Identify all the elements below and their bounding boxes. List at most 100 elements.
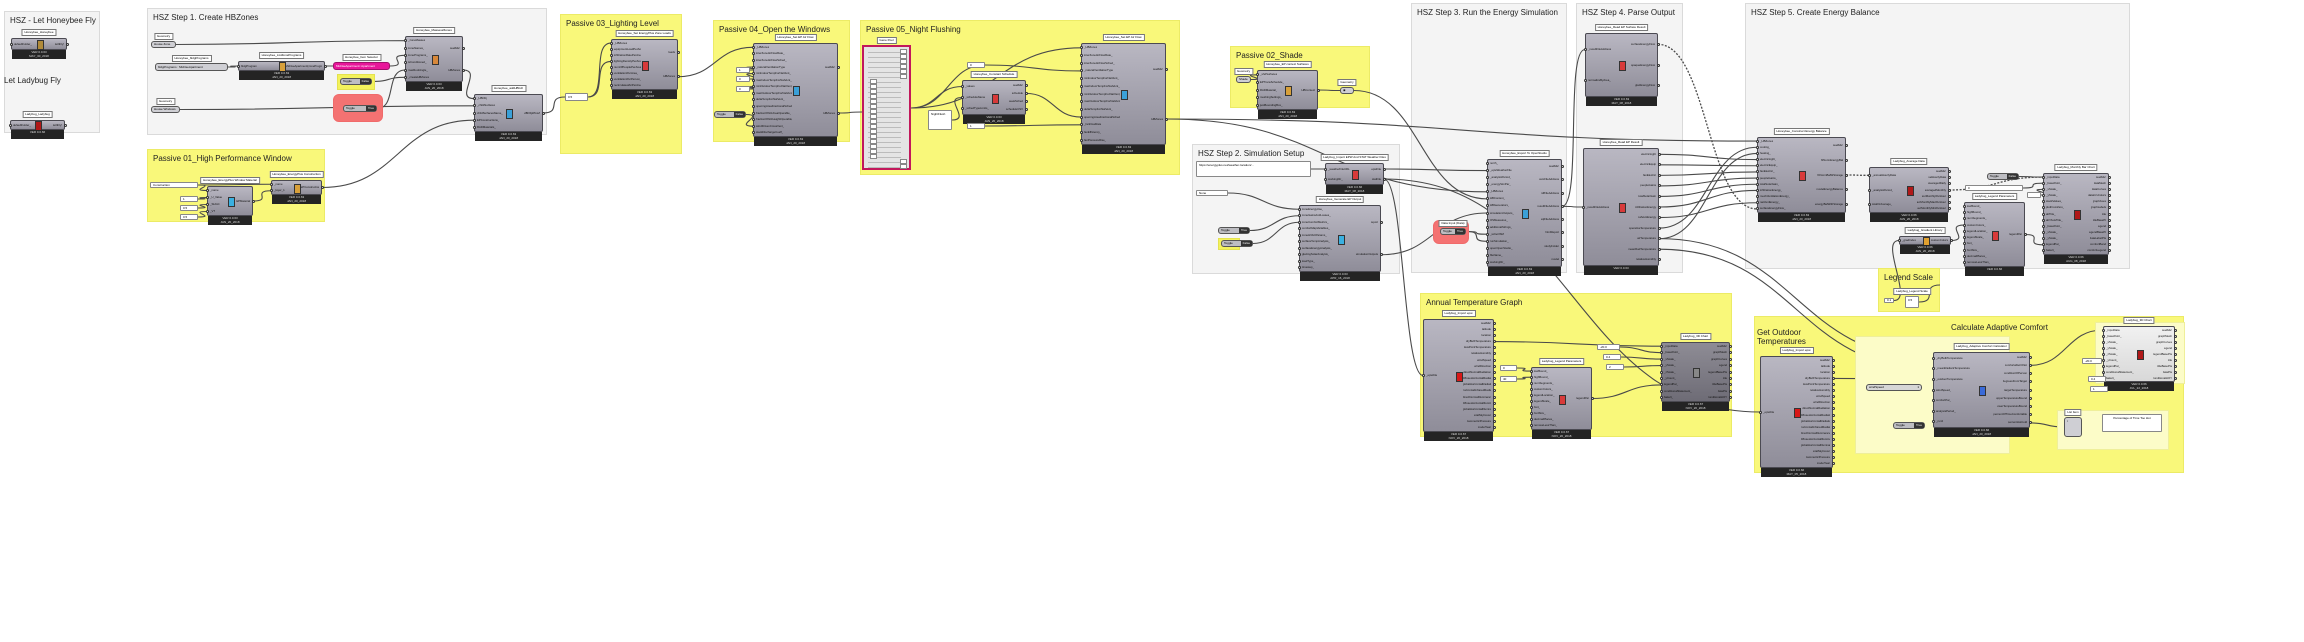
input-grip[interactable] [403,75,407,79]
output-grip[interactable] [1656,63,1660,67]
text-panel[interactable]: -20.0 [1597,344,1620,350]
output-grip[interactable] [1492,426,1496,430]
component-honeybee-energyplus-construction[interactable]: Honeybee_EnergyPlus Construction_name_la… [269,171,324,205]
input-grip[interactable] [751,104,755,108]
gene-pool-slider[interactable] [868,120,901,123]
input-grip[interactable] [2041,249,2045,253]
input-grip[interactable] [403,39,407,43]
output-grip[interactable] [1831,370,1835,374]
component-ladybug-monthly-bar-chart[interactable]: Ladybug_Monthly Bar Chart_inputData_base… [2041,164,2111,265]
input-grip[interactable] [269,182,273,186]
input-grip[interactable] [2041,224,2045,228]
input-grip[interactable] [1962,248,1966,252]
input-grip[interactable] [1079,115,1083,119]
input-grip[interactable] [1485,183,1489,187]
output-grip[interactable] [1728,344,1732,348]
gene-pool-slider[interactable] [868,150,901,153]
gene-pool-slider[interactable] [868,105,901,108]
input-grip[interactable] [751,118,755,122]
gene-pool-slider[interactable] [868,110,901,113]
input-grip[interactable] [1529,369,1533,373]
gene-pool-slider[interactable] [868,115,901,118]
output-grip[interactable] [836,65,840,69]
input-grip[interactable] [1659,389,1663,393]
component-ladybug-3d-chart[interactable]: Ladybug_3D Chart_inputData_basePoint__xS… [1659,333,1732,412]
output-grip[interactable] [1492,327,1496,331]
output-grip[interactable] [1947,207,1951,211]
output-grip[interactable] [251,199,255,203]
input-grip[interactable] [1659,370,1663,374]
toggle-value[interactable]: False [733,112,745,117]
output-grip[interactable] [1492,358,1496,362]
output-grip[interactable] [1657,258,1661,262]
input-grip[interactable] [205,189,209,192]
output-grip[interactable] [2173,364,2177,368]
input-grip[interactable] [609,78,613,82]
output-grip[interactable] [2173,376,2177,380]
component-ladybug-import-epw-and-stat-weather-files[interactable]: Ladybug_Import EPW And STAT Weather File… [1320,154,1389,195]
input-grip[interactable] [609,41,613,45]
input-grip[interactable] [1931,388,1935,392]
output-grip[interactable] [1728,389,1732,393]
input-grip[interactable] [1755,188,1759,192]
input-grip[interactable] [2101,346,2105,350]
output-grip[interactable] [323,64,327,68]
component-ladybug-adaptive-comfort-calculator[interactable]: Ladybug_Adaptive Comfort Calculator_dryB… [1931,343,2032,438]
gene-pool-slider[interactable] [868,135,901,138]
output-grip[interactable] [1657,194,1661,198]
output-grip[interactable] [1657,216,1661,220]
input-grip[interactable] [1962,217,1966,221]
gene-pool-slider[interactable] [868,50,901,53]
output-grip[interactable] [2107,175,2111,179]
output-grip[interactable] [1831,383,1835,386]
input-grip[interactable] [1323,177,1327,181]
output-grip[interactable] [2173,370,2177,374]
output-grip[interactable] [2107,218,2111,222]
output-grip[interactable] [1382,167,1386,171]
component-ladybug-average-data[interactable]: Ladybug_Average Data_annualHourlyData_an… [1867,158,1951,223]
input-grip[interactable] [751,98,755,102]
output-grip[interactable] [1831,389,1835,393]
input-grip[interactable] [472,125,476,129]
gene-pool-slider[interactable] [868,90,901,93]
output-grip[interactable] [2173,352,2177,356]
output-grip[interactable] [1949,239,1953,242]
input-grip[interactable] [1755,182,1759,186]
output-grip[interactable] [1657,163,1661,167]
input-grip[interactable] [2101,328,2105,332]
output-grip[interactable] [63,123,67,127]
input-grip[interactable] [403,61,407,65]
component-honeybee-read-ep-surface-result[interactable]: Honeybee_Read EP Surface Result_resultFi… [1583,24,1660,107]
component-honeybee-set-energyplus-zone-loads[interactable]: Honeybee_Set EnergyPlus Zone Loads_HBZon… [609,30,680,100]
output-grip[interactable] [2173,340,2177,344]
input-grip[interactable] [1931,420,1935,424]
text-panel[interactable] [2027,192,2041,198]
output-grip[interactable] [2028,413,2032,417]
input-grip[interactable] [2101,340,2105,344]
input-grip[interactable] [1529,406,1533,410]
text-panel[interactable]: NightFlush [928,110,952,130]
output-grip[interactable] [1728,351,1732,355]
toggle-value[interactable]: True [1913,423,1924,428]
text-panel[interactable]: 0.5 [565,93,588,101]
toggle-value[interactable]: False [359,79,371,84]
output-grip[interactable] [1382,177,1386,181]
input-grip[interactable] [1755,145,1759,149]
output-grip[interactable] [1947,201,1951,205]
output-grip[interactable] [1656,84,1660,88]
input-grip[interactable] [1659,351,1663,355]
input-grip[interactable] [1755,164,1759,168]
input-grip[interactable] [2041,200,2045,204]
output-grip[interactable] [1560,218,1564,222]
input-grip[interactable] [1079,84,1083,88]
input-grip[interactable] [609,72,613,76]
input-grip[interactable] [1079,77,1083,81]
text-panel[interactable]: https://energyplus.net/weather-location/… [1196,161,1311,177]
